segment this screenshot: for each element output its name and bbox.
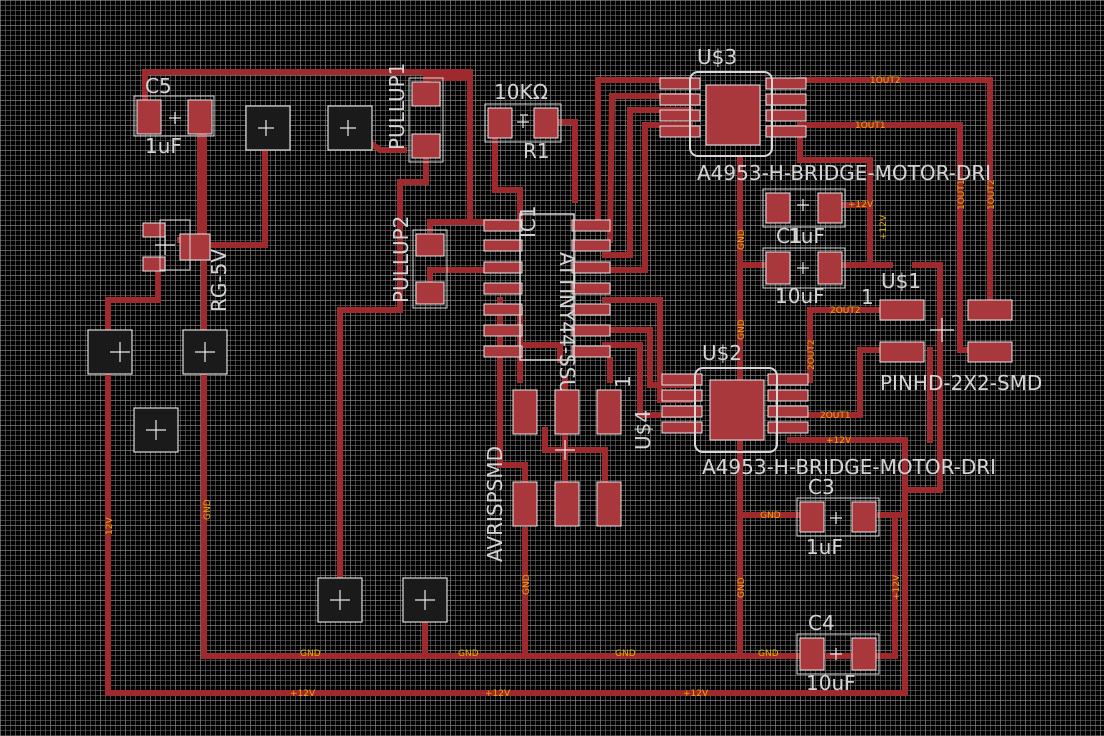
c2-value: 10uF	[775, 284, 825, 308]
connector-us4-avrisp[interactable]: AVRISPSMD U$4 1	[483, 375, 655, 562]
pullup1-label: PULLUP1	[385, 63, 409, 150]
c1-value: 1uF	[788, 224, 825, 248]
pullup2-label: PULLUP2	[389, 216, 413, 303]
capacitor-c1[interactable]: C1 1uF	[762, 188, 846, 248]
net-label-gnd: GND	[458, 649, 479, 659]
connector-us1-pinhd[interactable]: U$1 PINHD-2X2-SMD 1	[861, 269, 1042, 395]
net-label-1out1: 1OUT1	[855, 121, 886, 131]
ic1-label: IC1	[516, 205, 540, 238]
net-label-gnd: GND	[300, 649, 321, 659]
capacitor-c5[interactable]: C5 1uF	[133, 74, 215, 158]
net-label-12v: +12V	[485, 689, 511, 699]
us4-part: AVRISPSMD	[483, 446, 507, 562]
us1-pin1-label: 1	[861, 285, 874, 309]
reg-label: RG-5V	[207, 249, 231, 312]
net-label-12v: +12V	[848, 200, 874, 210]
net-label-gnd: GND	[760, 511, 781, 521]
net-label-12v: +12V	[683, 689, 709, 699]
net-label-gnd: GND	[737, 577, 747, 598]
net-label-1out2: 1OUT2	[870, 76, 901, 86]
net-label-gnd: GND	[522, 574, 532, 595]
net-label-gnd: GND	[737, 319, 747, 340]
net-label-1out2: 1OUT2	[987, 179, 997, 210]
c3-label: C3	[808, 475, 835, 499]
ic-attiny44[interactable]: IC1 ATTINY44-SSU	[483, 205, 611, 394]
ic1-part: ATTINY44-SSU	[555, 252, 579, 394]
net-label-12v: +12V	[826, 436, 852, 446]
us2-part: A4953-H-BRIDGE-MOTOR-DRI	[702, 455, 996, 479]
net-label-12v: +12V	[879, 214, 889, 240]
net-label-gnd: GND	[615, 649, 636, 659]
ic-us2-h-bridge[interactable]: U$2 A4953-H-BRIDGE-MOTOR-DRI	[661, 341, 996, 479]
net-label-12v: +12V	[892, 574, 902, 600]
net-label-2out2: 2OUT2	[830, 306, 861, 316]
capacitor-c3[interactable]: C3 1uF	[796, 475, 880, 559]
net-label-2out2: 2OUT2	[807, 339, 817, 370]
net-label-12v: 12V	[105, 517, 115, 535]
origin-markers	[110, 112, 954, 660]
capacitor-c4[interactable]: C4 10uF	[796, 611, 880, 695]
ic-us3-h-bridge[interactable]: U$3 A4953-H-BRIDGE-MOTOR-DRI	[659, 45, 991, 185]
us4-label: U$4	[631, 410, 655, 450]
c4-label: C4	[808, 611, 835, 635]
c4-value: 10uF	[806, 671, 856, 695]
resistor-pullup1[interactable]: PULLUP1	[385, 63, 444, 163]
resistor-pullup2[interactable]: PULLUP2	[389, 216, 448, 309]
c5-value: 1uF	[145, 134, 182, 158]
net-label-2out1: 2OUT1	[820, 411, 851, 421]
resistor-r1[interactable]: 10KΩ R1	[484, 80, 562, 163]
net-labels: GND GND GND GND GND +12V +12V +12V +12V …	[105, 76, 997, 699]
regulator-rg-5v[interactable]: RG-5V	[142, 219, 231, 312]
us4-pin1-label: 1	[611, 375, 635, 388]
us2-label: U$2	[702, 341, 742, 365]
capacitor-c2[interactable]: 10uF	[762, 247, 846, 308]
r1-value: 10KΩ	[494, 80, 548, 104]
net-label-gnd: GND	[203, 499, 213, 520]
net-label-gnd: GND	[737, 229, 747, 250]
us3-part: A4953-H-BRIDGE-MOTOR-DRI	[697, 161, 991, 185]
c3-value: 1uF	[806, 535, 843, 559]
net-label-gnd: GND	[758, 649, 779, 659]
us1-label: U$1	[881, 269, 921, 293]
c1-label: C1	[776, 224, 803, 248]
c5-label: C5	[145, 74, 172, 98]
copper-traces	[105, 69, 993, 696]
net-label-12v: +12V	[290, 689, 316, 699]
us3-label: U$3	[697, 45, 737, 69]
us1-part: PINHD-2X2-SMD	[880, 371, 1042, 395]
r1-label: R1	[523, 139, 550, 163]
net-label-1out1: 1OUT1	[957, 179, 967, 210]
